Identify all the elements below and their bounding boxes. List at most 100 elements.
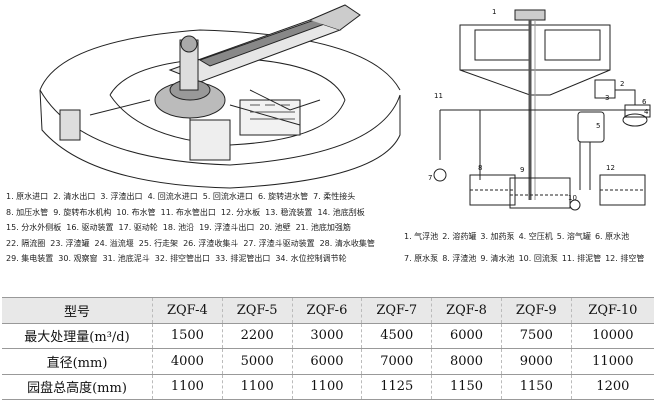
table-cell: 1100	[222, 374, 293, 400]
legend-item: 11. 排泥管	[561, 254, 602, 263]
legend-item: 24. 溢流堰	[94, 238, 134, 248]
process-flow-diagram: 1 2 3 4 5 6 7 8 9 10 11 12	[428, 8, 651, 211]
table-header-cell: ZQF-8	[431, 297, 502, 324]
legend-item: 7. 柔性接头	[313, 192, 356, 201]
table-cell: 2200	[222, 323, 293, 349]
table-header-row: 型号 ZQF-4 ZQF-5 ZQF-6 ZQF-7 ZQF-8 ZQF-9 Z…	[2, 297, 654, 324]
flotation-tank-isometric-diagram	[39, 4, 401, 189]
legend-item: 31. 池底泥斗	[102, 254, 150, 263]
label-1: 1	[492, 8, 496, 16]
legend-row: 22. 隔流圈 23. 浮渣罐 24. 溢流堰 25. 行走架 26. 浮渣收集斗 27.…	[6, 239, 406, 255]
table-header-cell: ZQF-6	[292, 297, 363, 324]
legend-item: 9. 旋转布水机构	[53, 207, 112, 217]
label-5: 5	[596, 122, 600, 130]
table-header-cell: ZQF-10	[571, 297, 654, 324]
table-cell: 9000	[501, 348, 572, 375]
legend-item: 5. 回流水进口	[202, 192, 253, 201]
legend-row: 8. 加压水管 9. 旋转布水机构 10. 布水管 11. 布水管出口 12. 分水板 1…	[6, 208, 406, 224]
table-cell: 6000	[292, 348, 363, 375]
component-legend: 1. 原水进口 2. 清水出口 3. 浮渣出口 4. 回流水进口 5. 回流水进口 6. …	[6, 192, 406, 270]
table-header-cell: 型号	[2, 297, 153, 324]
legend-item: 11. 布水管出口	[160, 207, 216, 217]
table-cell: 1150	[501, 374, 572, 400]
legend-item: 23. 浮渣罐	[50, 238, 90, 248]
table-cell: 最大处理量(m³/d)	[2, 323, 153, 349]
legend-item: 18. 池沿	[162, 223, 195, 232]
legend-item: 33. 排泥管出口	[215, 254, 271, 263]
legend-item: 7. 原水泵	[404, 254, 439, 263]
table-header-cell: ZQF-9	[501, 297, 572, 324]
table-cell: 7000	[361, 348, 433, 375]
table-cell: 3000	[292, 323, 363, 349]
label-4: 4	[644, 108, 649, 116]
legend-item: 2. 清水出口	[53, 192, 96, 201]
legend-row: 1. 原水进口 2. 清水出口 3. 浮渣出口 4. 回流水进口 5. 回流水进口 6. …	[6, 192, 406, 208]
legend-item: 14. 池底刮板	[317, 207, 365, 217]
label-12: 12	[606, 164, 615, 172]
legend-item: 4. 回流水进口	[147, 192, 198, 201]
table-row: 园盘总高度(mm) 1100 1100 1100 1125 1150 1150 …	[2, 374, 654, 400]
table-cell: 1200	[571, 374, 654, 400]
label-2: 2	[620, 80, 624, 88]
label-7: 7	[428, 174, 432, 182]
legend-item: 22. 隔流圈	[6, 238, 46, 248]
table-cell: 4500	[361, 323, 433, 349]
label-9: 9	[520, 166, 524, 174]
legend-item: 29. 集电装置	[6, 254, 54, 263]
label-11: 11	[434, 92, 443, 100]
legend-item: 10. 布水管	[116, 207, 156, 217]
legend-item: 30. 观察窗	[58, 254, 98, 263]
legend-item: 17. 驱动轮	[118, 223, 158, 232]
legend-item: 3. 加药泵	[480, 232, 515, 241]
legend-item: 13. 稳流装置	[265, 207, 313, 217]
legend-item: 12. 排空管	[605, 254, 645, 263]
legend-item: 32. 排空管出口	[154, 254, 211, 263]
legend-item: 1. 原水进口	[6, 192, 49, 201]
legend-item: 26. 浮渣收集斗	[183, 238, 239, 248]
legend-item: 27. 浮渣斗驱动装置	[243, 238, 315, 248]
legend-item: 21. 池底加强筋	[295, 223, 351, 232]
label-3: 3	[605, 94, 609, 102]
table-header-cell: ZQF-7	[361, 297, 433, 324]
legend-item: 28. 清水收集管	[319, 238, 375, 248]
legend-item: 2. 溶药罐	[442, 232, 477, 241]
spec-table: 型号 ZQF-4 ZQF-5 ZQF-6 ZQF-7 ZQF-8 ZQF-9 Z…	[2, 297, 654, 400]
table-cell: 园盘总高度(mm)	[2, 374, 153, 400]
table-cell: 7500	[501, 323, 572, 349]
table-header-cell: ZQF-5	[222, 297, 293, 324]
legend-item: 8. 加压水管	[6, 207, 49, 217]
table-cell: 直径(mm)	[2, 348, 153, 375]
legend-item: 5. 溶气罐	[556, 232, 591, 241]
legend-item: 6. 旋转进水管	[257, 192, 309, 201]
label-6: 6	[642, 98, 647, 106]
legend-item: 15. 分水外侧板	[6, 223, 62, 232]
label-10: 10	[568, 194, 577, 202]
table-cell: 1100	[152, 374, 223, 400]
table-header-cell: ZQF-4	[152, 297, 223, 324]
table-cell: 1125	[361, 374, 433, 400]
label-8: 8	[478, 164, 482, 172]
legend-item: 12. 分水板	[220, 207, 261, 217]
legend-item: 34. 水位控制调节轮	[275, 254, 347, 263]
legend-item: 16. 驱动装置	[66, 223, 114, 232]
table-row: 最大处理量(m³/d) 1500 2200 3000 4500 6000 750…	[2, 323, 654, 349]
table-cell: 10000	[571, 323, 654, 349]
table-cell: 6000	[431, 323, 502, 349]
table-cell: 4000	[152, 348, 223, 375]
legend-row: 15. 分水外侧板 16. 驱动装置 17. 驱动轮 18. 池沿 19. 浮渣斗出口 2…	[6, 223, 406, 239]
table-cell: 1500	[152, 323, 223, 349]
table-cell: 1150	[431, 374, 502, 400]
legend-item: 25. 行走架	[138, 238, 179, 248]
legend-item: 20. 池壁	[259, 223, 291, 232]
legend-item: 6. 原水池	[594, 232, 630, 241]
legend-row: 29. 集电装置 30. 观察窗 31. 池底泥斗 32. 排空管出口 33. 排泥管出…	[6, 254, 406, 270]
table-row: 直径(mm) 4000 5000 6000 7000 8000 9000 110…	[2, 348, 654, 375]
legend-item: 19. 浮渣斗出口	[199, 223, 255, 232]
legend-item: 4. 空压机	[518, 232, 553, 241]
legend-item: 3. 浮渣出口	[100, 192, 143, 201]
legend-item: 9. 清水池	[480, 254, 515, 263]
table-cell: 1100	[292, 374, 363, 400]
